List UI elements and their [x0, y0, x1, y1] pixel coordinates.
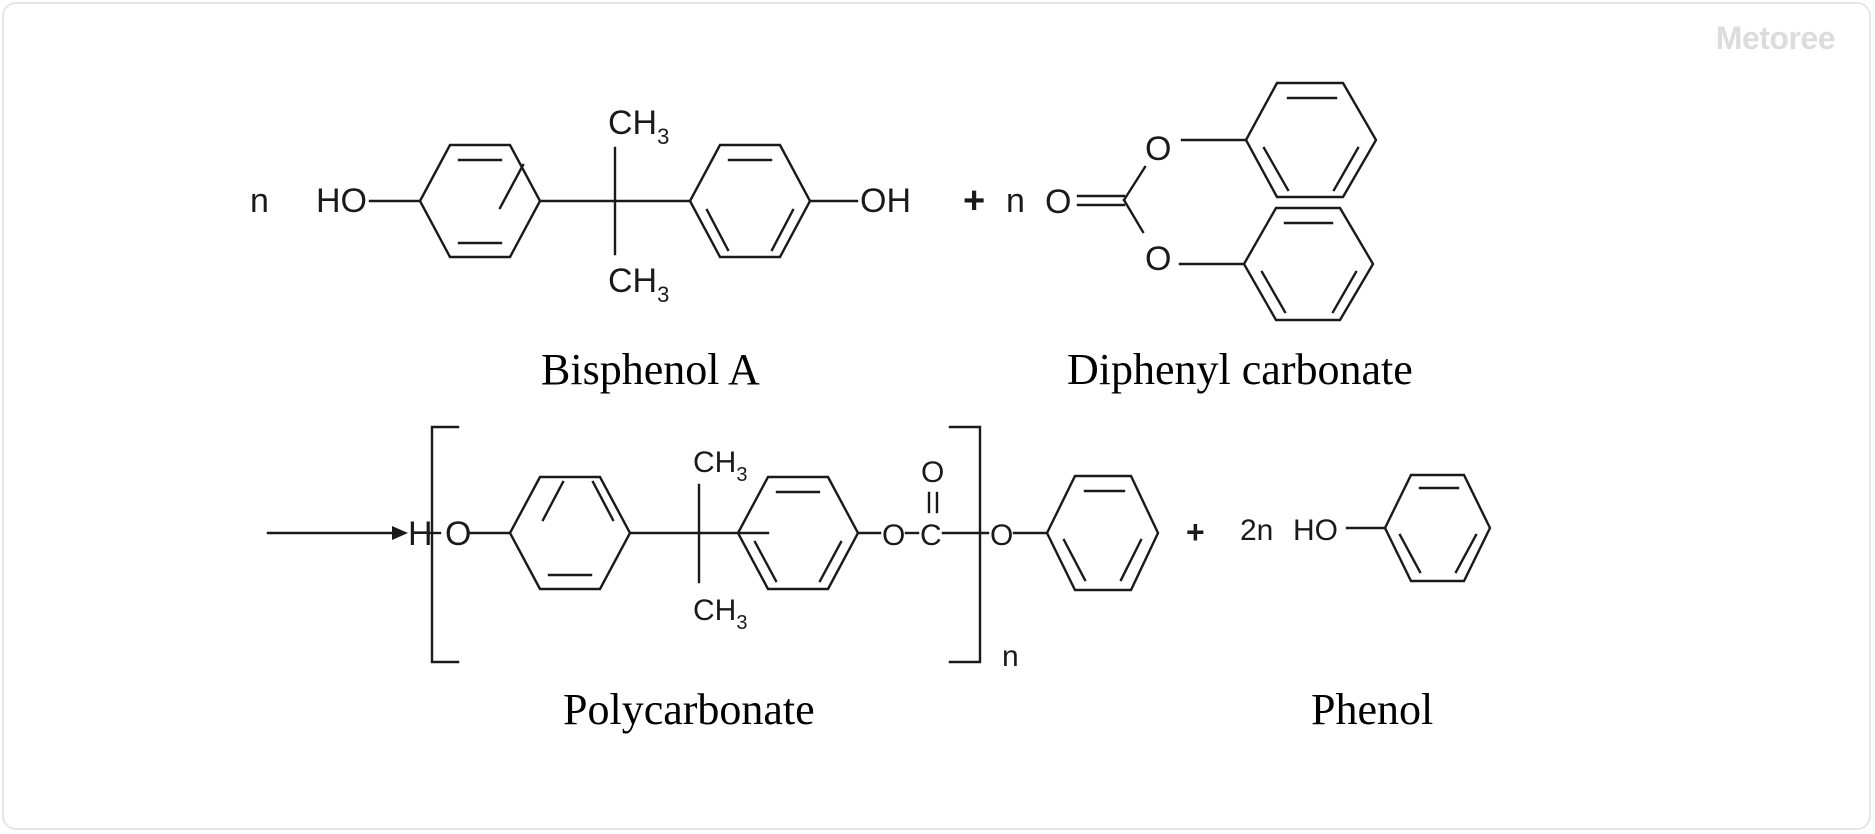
pc-end-h: H [408, 515, 433, 553]
phenol-label: Phenol [1311, 685, 1433, 734]
polycarbonate-label: Polycarbonate [563, 685, 815, 734]
pc-repeat-n: n [1002, 640, 1019, 673]
dpc-coefficient: n [1006, 182, 1025, 220]
reaction-arrow [266, 526, 408, 540]
phenol-ho-group: HO [1293, 514, 1338, 547]
phenol-coefficient: 2n [1240, 514, 1273, 547]
diphenyl-carbonate-label: Diphenyl carbonate [1067, 345, 1413, 394]
pc-carbonyl-o: O [921, 456, 944, 489]
dpc-carbonyl-o: O [1045, 183, 1071, 221]
diphenyl-carbonate-structure: n O O O [1006, 81, 1378, 322]
bisphenol-a-structure: n HO CH3 CH3 OH [250, 104, 911, 307]
pc-ch3-bottom: CH3 [693, 594, 747, 634]
pc-o1: O [445, 515, 471, 553]
pc-ch3-top: CH3 [693, 446, 747, 486]
metoree-watermark: Metoree [1715, 20, 1836, 56]
phenol-structure: 2n HO [1240, 473, 1492, 583]
pc-o2: O [882, 519, 905, 552]
bpa-coefficient: n [250, 182, 269, 220]
dpc-ester-o-top: O [1145, 130, 1171, 168]
arrow-head-icon [392, 526, 408, 540]
dpc-ester-o-bottom: O [1145, 240, 1171, 278]
bpa-ho-group: HO [316, 182, 367, 220]
bisphenol-a-label: Bisphenol A [541, 345, 760, 394]
polycarbonate-structure: H O CH3 CH3 O C O n O [408, 425, 1160, 673]
pc-carbonyl-c: C [920, 519, 942, 552]
bpa-ch3-top: CH3 [608, 104, 669, 149]
plus-sign-products: + [1186, 514, 1205, 550]
bpa-oh-group: OH [860, 182, 911, 220]
bpa-ch3-bottom: CH3 [608, 262, 669, 307]
plus-sign: + [963, 180, 985, 222]
pc-o3: O [990, 519, 1013, 552]
